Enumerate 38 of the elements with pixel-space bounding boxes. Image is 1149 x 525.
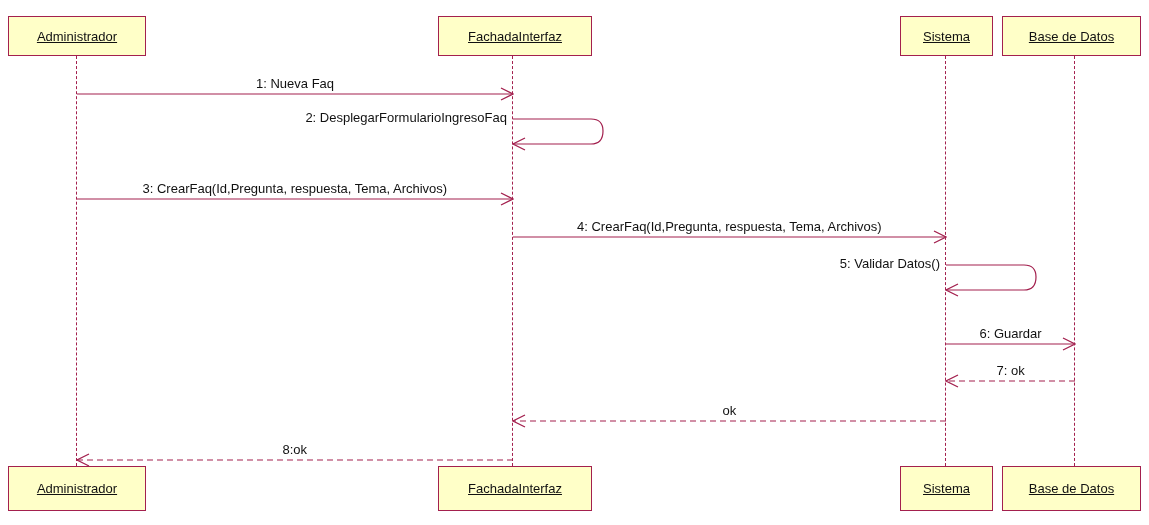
message-label: 8:ok	[282, 442, 308, 457]
participant-name: Administrador	[36, 28, 118, 44]
participant-box	[1002, 16, 1141, 56]
message-label: 1: Nueva Faq	[256, 76, 335, 91]
self-message-arrow	[945, 264, 1037, 297]
message-arrow	[945, 337, 1076, 351]
lifeline	[1074, 56, 1076, 466]
participant-name: Base de Datos	[1028, 481, 1115, 496]
participant-box	[8, 16, 146, 56]
self-message-arrow	[512, 118, 604, 151]
participant-box	[900, 16, 993, 56]
participant-box	[438, 466, 592, 511]
participant-name: Sistema	[923, 28, 970, 44]
lifeline	[76, 56, 78, 466]
participant-name: Base de Datos	[1028, 28, 1115, 44]
participant-box	[1002, 466, 1141, 511]
participant-name: FachadaInterfaz	[468, 28, 562, 44]
participant-name: FachadaInterfaz	[468, 481, 562, 496]
message-label: 2: DesplegarFormularioIngresoFaq	[305, 110, 507, 125]
message-label: 3: CrearFaq(Id,Pregunta, respuesta, Tema, Archivos)	[142, 181, 448, 196]
participant-name: Administrador	[36, 481, 118, 496]
return-message-arrow	[512, 414, 947, 428]
message-label: ok	[722, 403, 737, 418]
return-message-arrow	[76, 453, 514, 467]
participant-box	[8, 466, 146, 511]
message-arrow	[76, 87, 514, 101]
message-label: 6: Guardar	[979, 326, 1042, 341]
message-label: 7: ok	[996, 363, 1025, 378]
participant-name: Sistema	[923, 481, 970, 496]
lifeline	[512, 56, 514, 466]
participant-box	[438, 16, 592, 56]
participant-box	[900, 466, 993, 511]
message-label: 4: CrearFaq(Id,Pregunta, respuesta, Tema, Archivos)	[577, 219, 882, 234]
message-arrow	[512, 230, 947, 244]
message-arrow	[76, 192, 514, 206]
message-label: 5: Validar Datos()	[839, 256, 940, 271]
return-message-arrow	[945, 374, 1076, 388]
lifeline	[945, 56, 947, 466]
